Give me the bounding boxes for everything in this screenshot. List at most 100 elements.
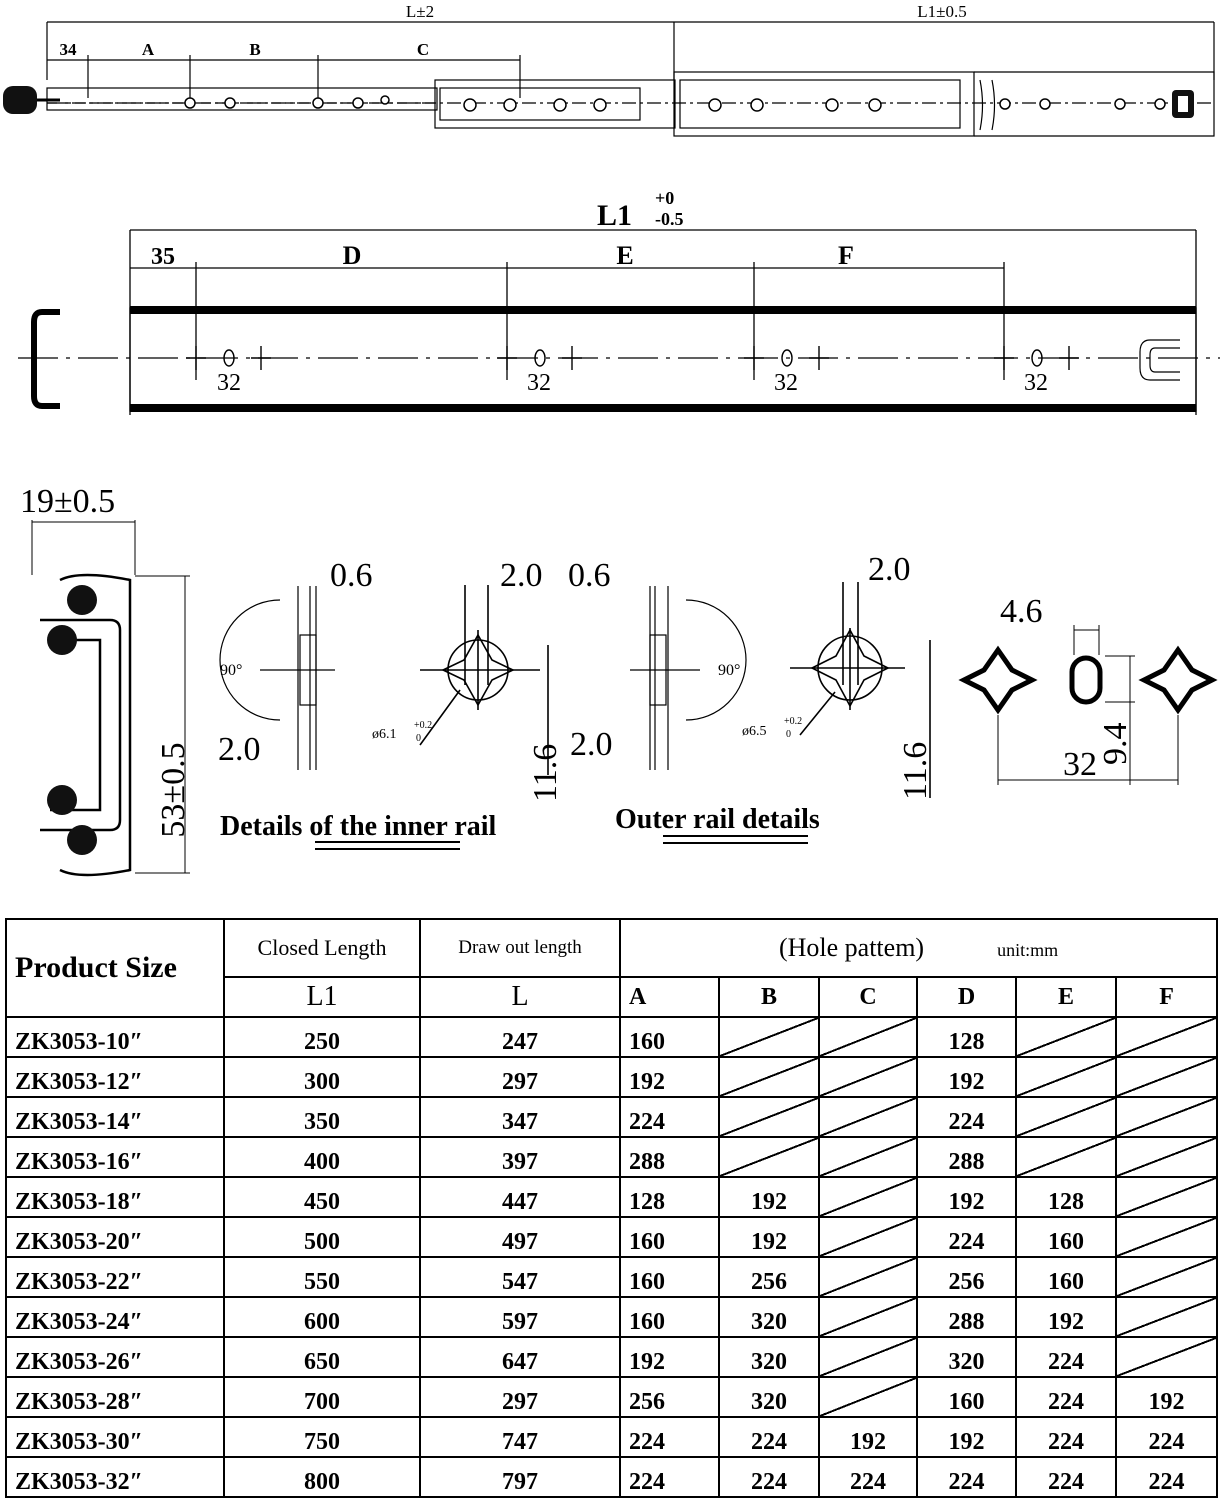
pitch-32-2: 32 xyxy=(527,370,551,396)
table-cell-c: 224 xyxy=(818,1456,918,1498)
spec-table: Product Size Closed Length Draw out leng… xyxy=(5,918,1219,1498)
header-closed-length: Closed Length xyxy=(223,918,421,978)
table-cell-b: 192 xyxy=(718,1176,820,1218)
header-product-size: Product Size xyxy=(5,918,225,1018)
outer-hole-tol-low: 0 xyxy=(786,729,791,740)
table-cell-c xyxy=(818,1136,918,1178)
table-cell-l: 347 xyxy=(419,1096,621,1138)
col-header-B: B xyxy=(718,976,820,1018)
table-cell-b: 192 xyxy=(718,1216,820,1258)
pitch-32-4: 32 xyxy=(1024,370,1048,396)
table-cell-e xyxy=(1015,1016,1117,1058)
table-cell-l: 397 xyxy=(419,1136,621,1178)
table-cell-l1: 550 xyxy=(223,1256,421,1298)
table-cell-l: 247 xyxy=(419,1016,621,1058)
dim-L1-top: L1±0.5 xyxy=(917,2,966,21)
table-cell-b: 320 xyxy=(718,1336,820,1378)
table-cell-l1: 350 xyxy=(223,1096,421,1138)
table-cell-a: 160 xyxy=(619,1016,720,1058)
table-cell-d: 320 xyxy=(916,1336,1017,1378)
slide-assembly-drawing: L±2 L1±0.5 34 A B C xyxy=(3,2,1215,137)
table-cell-c xyxy=(818,1296,918,1338)
inner-rail-hole-icon xyxy=(419,585,549,775)
table-cell-b: 320 xyxy=(718,1376,820,1418)
sub-header-L: L xyxy=(419,976,621,1018)
end-clip-icon xyxy=(1139,339,1180,381)
table-cell-b xyxy=(718,1096,820,1138)
table-cell-e xyxy=(1015,1136,1117,1178)
table-cell-c xyxy=(818,1216,918,1258)
table-cell-f xyxy=(1114,1296,1219,1338)
dim-C: C xyxy=(417,40,429,59)
table-cell-e: 192 xyxy=(1015,1296,1117,1338)
table-cell-size: ZK3053-26″ xyxy=(5,1336,225,1378)
table-cell-l: 797 xyxy=(419,1456,621,1498)
slot-width: 4.6 xyxy=(1000,593,1043,630)
table-cell-c xyxy=(818,1016,918,1058)
table-cell-b: 320 xyxy=(718,1296,820,1338)
table-cell-d: 224 xyxy=(916,1456,1017,1498)
table-cell-e: 128 xyxy=(1015,1176,1117,1218)
table-cell-b: 224 xyxy=(718,1456,820,1498)
table-cell-f xyxy=(1114,1256,1219,1298)
table-cell-l: 747 xyxy=(419,1416,621,1458)
table-cell-f: 224 xyxy=(1114,1416,1219,1458)
table-cell-e xyxy=(1015,1096,1117,1138)
outer-height: 11.6 xyxy=(897,742,934,800)
table-cell-size: ZK3053-14″ xyxy=(5,1096,225,1138)
outer-hole-dia: ø6.5 xyxy=(742,724,767,739)
inner-hole-dia: ø6.1 xyxy=(372,727,397,742)
table-cell-c xyxy=(818,1176,918,1218)
table-cell-l1: 750 xyxy=(223,1416,421,1458)
outer-rail-title: Outer rail details xyxy=(615,804,820,835)
table-cell-c xyxy=(818,1336,918,1378)
table-cell-l1: 450 xyxy=(223,1176,421,1218)
table-cell-c xyxy=(818,1096,918,1138)
profile-height: 53±0.5 xyxy=(155,742,192,837)
sub-header-L1: L1 xyxy=(223,976,421,1018)
table-cell-c: 192 xyxy=(818,1416,918,1458)
outer-thickness: 0.6 xyxy=(568,557,611,594)
table-cell-a: 256 xyxy=(619,1376,720,1418)
dim-L1-tol-upper: +0 xyxy=(655,188,674,208)
table-cell-l: 447 xyxy=(419,1176,621,1218)
col-header-E: E xyxy=(1015,976,1117,1018)
right-end-cap-icon xyxy=(1172,90,1194,118)
table-cell-a: 128 xyxy=(619,1176,720,1218)
outer-rail-hole-icon xyxy=(790,582,931,798)
pitch-32-3: 32 xyxy=(774,370,798,396)
table-cell-e: 224 xyxy=(1015,1376,1117,1418)
col-header-F: F xyxy=(1114,976,1219,1018)
inner-thickness: 0.6 xyxy=(330,557,373,594)
table-cell-size: ZK3053-12″ xyxy=(5,1056,225,1098)
table-cell-a: 160 xyxy=(619,1296,720,1338)
header-hole-pattern: (Hole pattem) unit:mm xyxy=(618,918,1219,978)
table-cell-l1: 300 xyxy=(223,1056,421,1098)
table-cell-f: 224 xyxy=(1114,1456,1219,1498)
c-profile-icon xyxy=(31,309,60,409)
table-cell-a: 192 xyxy=(619,1056,720,1098)
dim-L1-tol-lower: -0.5 xyxy=(655,209,684,229)
table-cell-d: 288 xyxy=(916,1136,1017,1178)
dim-L: L±2 xyxy=(406,2,434,21)
col-header-D: D xyxy=(916,976,1017,1018)
profile-width: 19±0.5 xyxy=(20,483,115,520)
table-cell-b: 256 xyxy=(718,1256,820,1298)
table-cell-l1: 650 xyxy=(223,1336,421,1378)
slot-height: 9.4 xyxy=(1097,723,1134,766)
table-cell-a: 224 xyxy=(619,1456,720,1498)
table-cell-size: ZK3053-22″ xyxy=(5,1256,225,1298)
inner-rail-title: Details of the inner rail xyxy=(220,811,497,842)
table-cell-a: 224 xyxy=(619,1096,720,1138)
